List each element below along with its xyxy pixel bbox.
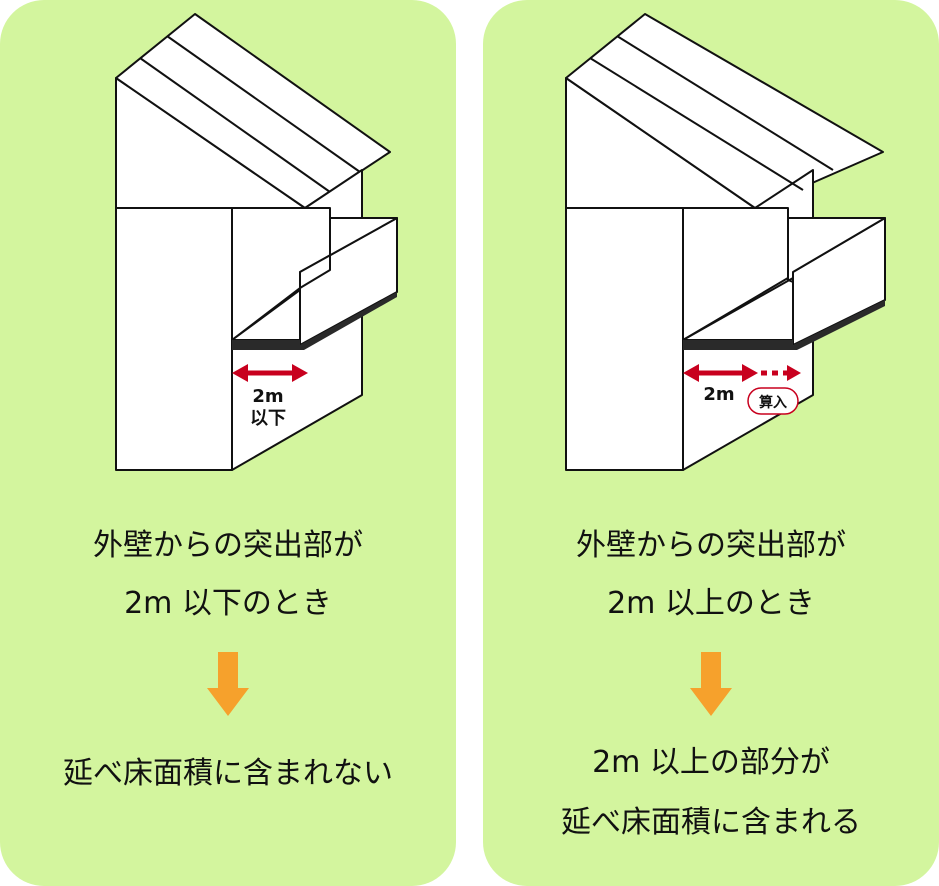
right-dimension-value: 2m — [703, 384, 734, 405]
house-front-wall — [115, 207, 233, 471]
balcony-shadow — [683, 300, 885, 350]
right-building-illustration: 2m 算入 — [565, 13, 886, 471]
right-result-line-2: 延べ床面積に含まれる — [561, 805, 861, 840]
dimension-arrow-icon — [232, 364, 308, 382]
right-condition-line-2: 2m 以上のとき — [607, 586, 815, 621]
right-condition-line-1: 外壁からの突出部が — [576, 528, 846, 563]
left-building-illustration: 2m 以下 — [115, 13, 398, 471]
right-result-line-1: 2m 以上の部分が — [592, 745, 830, 780]
down-arrow-icon — [207, 652, 249, 716]
house-roof — [115, 13, 391, 209]
left-dimension-value: 2m — [252, 386, 283, 407]
balcony-shadow — [232, 292, 397, 350]
house-front-wall — [565, 207, 684, 471]
dimension-arrow-icon — [683, 364, 801, 382]
left-result-line-1: 延べ床面積に含まれない — [63, 756, 393, 791]
right-panel: 2m 算入 外壁からの突出部が 2m 以上のとき 2m 以上の部分が 延べ床面積… — [483, 0, 939, 886]
balcony-side — [787, 217, 886, 283]
down-arrow-icon — [690, 652, 732, 716]
excess-badge-label: 算入 — [759, 394, 787, 411]
left-condition-line-2: 2m 以下のとき — [124, 586, 332, 621]
left-condition-line-1: 外壁からの突出部が — [93, 528, 363, 563]
left-panel: 2m 以下 外壁からの突出部が 2m 以下のとき 延べ床面積に含まれない — [0, 0, 456, 886]
balcony-side — [299, 217, 398, 289]
house-roof — [565, 13, 884, 209]
excess-badge — [747, 387, 799, 415]
left-dimension-qualifier: 以下 — [250, 408, 286, 429]
